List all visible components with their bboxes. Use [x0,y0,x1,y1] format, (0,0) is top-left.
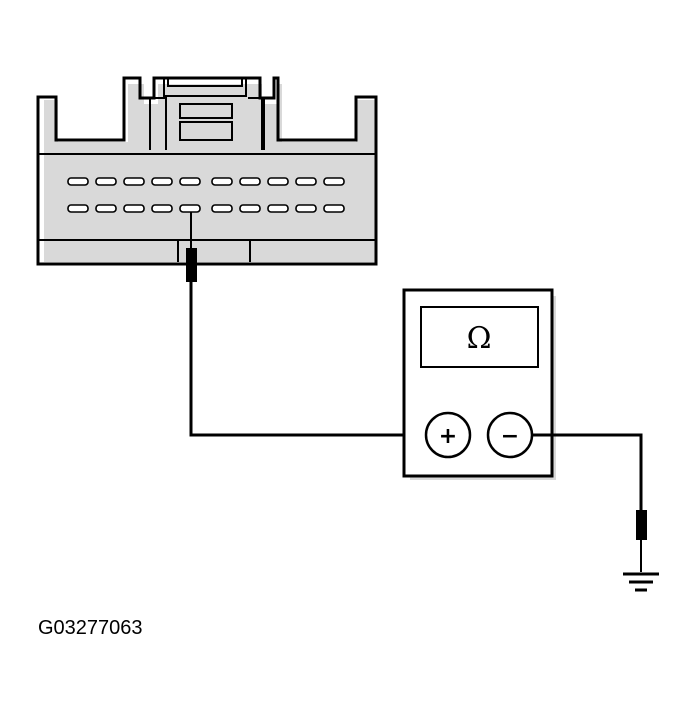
ohmmeter-display [420,306,539,368]
ground-probe [636,510,647,572]
connector-probe [186,212,197,282]
positive-lead-wire [189,282,424,437]
positive-terminal-label: + [439,424,457,449]
figure-id: G03277063 [38,617,143,639]
negative-terminal-label: − [501,424,519,449]
positive-terminal [424,411,472,459]
connector [36,76,378,266]
pin-row-bottom [67,204,345,213]
ohmmeter-body [402,288,554,478]
pin-row-top [67,177,345,186]
negative-lead-wire [532,433,643,512]
ground-icon [623,572,659,592]
ohm-symbol: Ω [467,321,492,356]
connector-latch [163,78,247,97]
ohmmeter: Ω + − [402,288,556,480]
